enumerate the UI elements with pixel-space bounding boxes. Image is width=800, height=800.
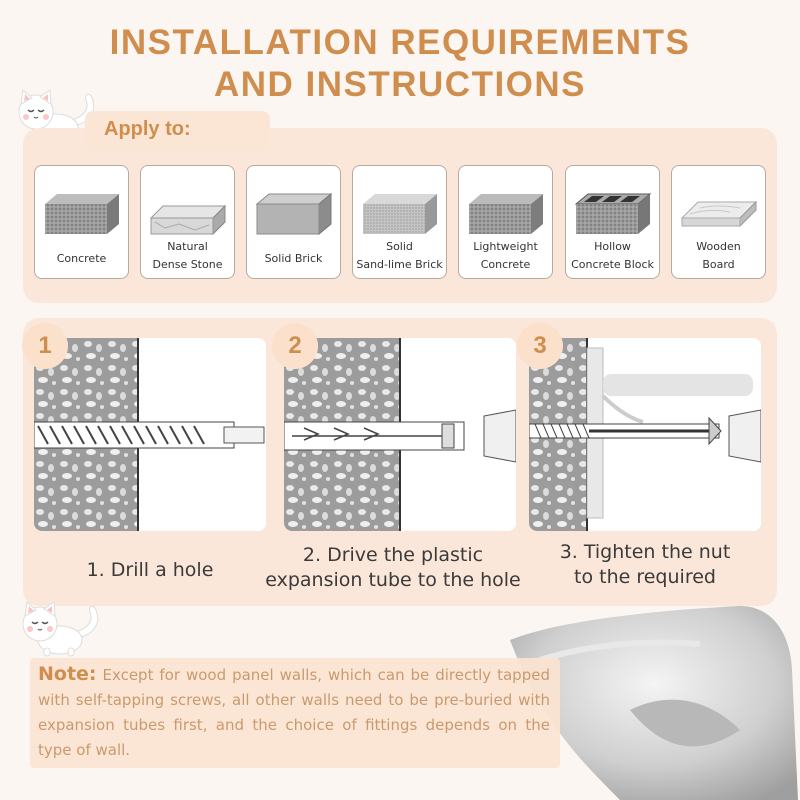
solid-brick-icon xyxy=(255,192,333,236)
material-label-line1: Lightweight xyxy=(473,240,538,253)
hollow-block-icon xyxy=(574,193,652,234)
sand-lime-brick-icon xyxy=(363,194,437,234)
material-label-lightweight-concrete: Lightweight Concrete xyxy=(459,238,552,274)
material-card-sand-lime-brick: Solid Sand-lime Brick xyxy=(352,165,447,279)
step-2-illustration xyxy=(284,338,516,531)
drill-hole-icon xyxy=(34,338,265,531)
wooden-board-icon xyxy=(680,200,758,228)
material-card-solid-brick: Solid Brick xyxy=(246,165,341,279)
lightweight-concrete-icon xyxy=(469,194,543,234)
material-card-natural-stone: Natural Dense Stone xyxy=(140,165,235,279)
material-label-line2: Concrete xyxy=(480,258,531,271)
material-label-line2: Concrete Block xyxy=(571,258,654,271)
concrete-block-icon xyxy=(45,194,119,234)
material-label-line2: Board xyxy=(702,258,735,271)
note-box xyxy=(30,658,560,768)
material-label-line1: Natural xyxy=(167,240,208,253)
material-card-concrete: Concrete xyxy=(34,165,129,279)
natural-stone-icon xyxy=(149,204,227,236)
step-3-caption: 3. Tighten the nut to the required xyxy=(529,540,761,590)
material-label-solid-brick: Solid Brick xyxy=(264,252,323,265)
step-3-illustration xyxy=(529,338,761,531)
material-label-wooden-board: Wooden Board xyxy=(672,238,765,274)
page-title-line-1: INSTALLATION REQUIREMENTS xyxy=(109,23,691,62)
material-label-line1: Hollow xyxy=(594,240,631,253)
apply-to-label: Apply to: xyxy=(104,118,191,140)
step-badge-2: 2 xyxy=(272,323,318,369)
step-caption-line1: 3. Tighten the nut xyxy=(559,541,731,563)
material-label-line2: Dense Stone xyxy=(152,258,223,271)
note-text-block: Note: Except for wood panel walls, which… xyxy=(38,662,550,763)
tighten-nut-icon xyxy=(529,338,761,531)
material-label-hollow-block: Hollow Concrete Block xyxy=(566,238,659,274)
material-card-wooden-board: Wooden Board xyxy=(671,165,766,279)
material-label-line2: Sand-lime Brick xyxy=(356,258,443,271)
step-badge-1: 1 xyxy=(22,323,68,369)
note-label: Note: xyxy=(38,663,97,685)
apply-to-tab xyxy=(85,111,270,151)
product-photo xyxy=(510,606,798,800)
page-title-line-2: AND INSTRUCTIONS xyxy=(213,65,587,104)
step-caption-line1: 2. Drive the plastic xyxy=(302,544,484,566)
material-label-line1: Solid xyxy=(386,240,413,253)
step-caption-line2: to the required xyxy=(574,566,716,588)
step-1-illustration xyxy=(34,338,266,531)
material-label-line1: Wooden xyxy=(696,240,741,253)
step-caption-line2: expansion tube to the hole xyxy=(265,569,521,591)
step-badge-3: 3 xyxy=(517,323,563,369)
cat-illustration-icon xyxy=(22,601,99,657)
material-card-hollow-block: Hollow Concrete Block xyxy=(565,165,660,279)
note-body: Except for wood panel walls, which can b… xyxy=(38,666,550,759)
material-label-concrete: Concrete xyxy=(56,252,107,265)
step-2-caption: 2. Drive the plastic expansion tube to t… xyxy=(262,543,524,593)
material-label-natural-stone: Natural Dense Stone xyxy=(141,238,234,274)
material-card-lightweight-concrete: Lightweight Concrete xyxy=(458,165,553,279)
expansion-tube-icon xyxy=(284,338,516,531)
step-caption-line1: 1. Drill a hole xyxy=(86,559,214,581)
step-1-caption: 1. Drill a hole xyxy=(34,558,266,583)
material-label-sand-lime-brick: Solid Sand-lime Brick xyxy=(353,238,446,274)
